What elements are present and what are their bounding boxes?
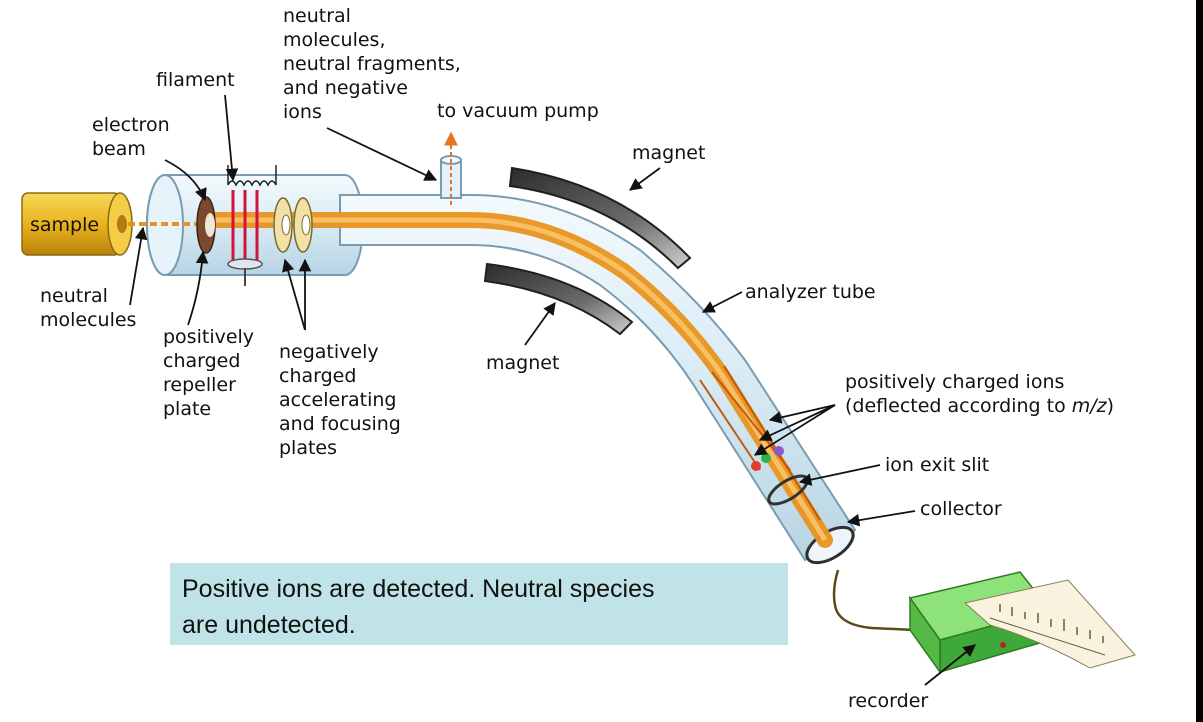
label-accelerating-plates: negatively charged accelerating and focu… [279,341,407,459]
label-collector: collector [920,498,1002,520]
label-neutral-molecules: neutral molecules [40,285,136,331]
right-border [1196,0,1203,722]
label-recorder: recorder [848,690,928,712]
label-magnet-upper: magnet [632,142,705,164]
magnet-upper [508,166,692,270]
recorder [832,569,1136,675]
label-to-vacuum-pump: to vacuum pump [437,100,599,122]
caption-box: Positive ions are detected. Neutral spec… [170,563,788,645]
label-filament: filament [156,69,235,91]
filament [227,165,277,286]
label-sample: sample [30,214,99,236]
label-deflected: (deflected according to m/z) [845,395,1114,417]
accelerating-plates [273,197,313,253]
label-neutral-fragments: neutral molecules, neutral fragments, an… [283,5,467,123]
label-analyzer-tube: analyzer tube [745,281,876,303]
label-positive-ions: positively charged ions [845,371,1064,393]
leader-lines [129,94,976,686]
analyzer-tube-body [339,194,857,562]
magnet-lower [483,262,634,336]
label-ion-exit-slit: ion exit slit [885,454,989,476]
label-repeller-plate: positively charged repeller plate [163,326,260,420]
label-electron-beam: electron beam [92,114,176,160]
ion-beam [128,212,833,548]
caption-line-1: Positive ions are detected. Neutral spec… [182,575,655,603]
repeller-plate [196,196,216,254]
label-magnet-lower: magnet [486,352,559,374]
caption-line-2: are undetected. [182,611,356,639]
